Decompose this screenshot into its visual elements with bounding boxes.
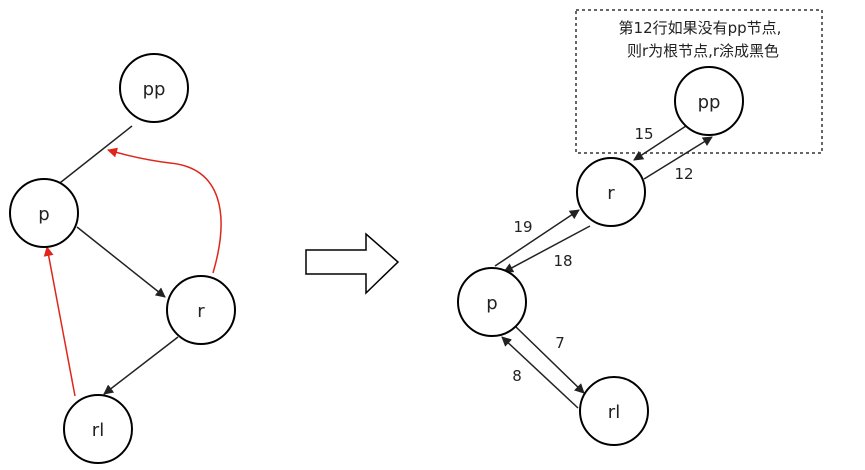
node-rl: rl [579, 376, 649, 446]
right-arrow-icon [305, 232, 400, 295]
edge-pp-to-p [50, 125, 133, 191]
node-r-label: r [197, 301, 205, 322]
edge-label-19: 19 [513, 218, 532, 236]
edge-rl-to-p-red [43, 246, 76, 397]
note-line-1: 第12行如果没有pp节点, [619, 19, 782, 37]
after-tree: 第12行如果没有pp节点, 则r为根节点,r涂成黑色 15 12 19 18 7… [457, 9, 823, 446]
note-line-2: 则r为根节点,r涂成黑色 [627, 42, 779, 60]
node-rl: rl [63, 394, 133, 464]
edge-p-to-rl [515, 326, 585, 394]
edge-p-to-r [494, 209, 580, 267]
node-p: p [457, 267, 527, 337]
node-rl-label: rl [608, 402, 620, 423]
edge-label-8: 8 [512, 367, 522, 385]
edge-label-12: 12 [674, 165, 693, 183]
node-r: r [576, 157, 646, 227]
before-tree: pp p r rl [9, 53, 236, 464]
edge-r-to-rl [103, 336, 179, 395]
node-p: p [9, 178, 79, 248]
node-p-label: p [486, 293, 497, 314]
node-r: r [166, 275, 236, 345]
edge-r-to-p [503, 225, 591, 273]
edge-label-18: 18 [553, 252, 572, 270]
edge-pp-to-r [633, 125, 687, 161]
edge-p-to-r [76, 226, 166, 298]
edge-rl-to-p [501, 336, 579, 409]
edge-label-7: 7 [555, 334, 565, 352]
edge-label-15: 15 [634, 125, 653, 143]
node-r-label: r [607, 183, 615, 204]
node-rl-label: rl [92, 420, 104, 441]
node-pp: pp [119, 53, 189, 123]
node-p-label: p [38, 204, 49, 225]
edge-r-to-pp [643, 136, 713, 180]
edge-r-to-pp-slot-red [107, 147, 222, 274]
node-pp-label: pp [698, 92, 721, 113]
node-pp: pp [674, 66, 744, 136]
node-pp-label: pp [143, 79, 166, 100]
note-box [575, 9, 823, 154]
